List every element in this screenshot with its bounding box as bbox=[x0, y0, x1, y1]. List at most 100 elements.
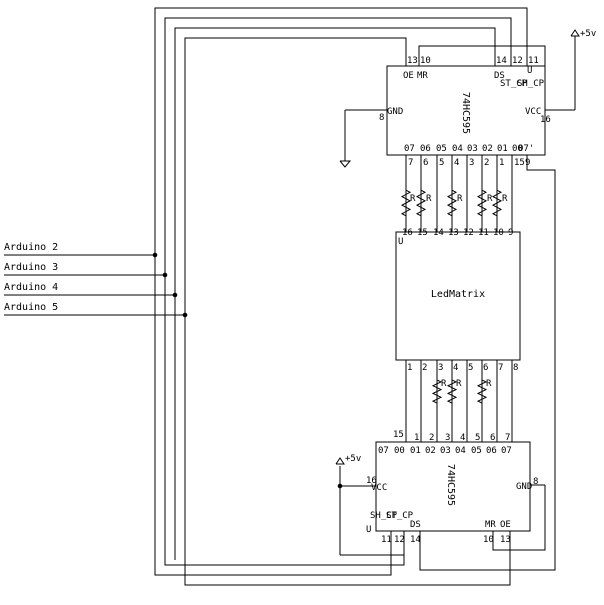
top-chip-orientation-mark: U bbox=[527, 66, 532, 76]
top-chip-pin-number: 12 bbox=[512, 56, 523, 66]
bottom-chip-gnd-label: GND bbox=[516, 482, 532, 492]
arduino-pin-label: Arduino 3 bbox=[4, 262, 58, 273]
resistor-label: R bbox=[456, 379, 462, 389]
led-matrix-body bbox=[395, 231, 521, 361]
arduino-pin-label: Arduino 5 bbox=[4, 302, 58, 313]
resistor-symbol bbox=[400, 188, 412, 218]
bottom-chip-shcp-label: SH_CP bbox=[370, 511, 398, 521]
resistor-label: R bbox=[410, 194, 416, 204]
resistor-label: R bbox=[502, 194, 508, 204]
led-matrix-top-pin: 14 bbox=[433, 228, 444, 238]
bottom-chip-output-label: 00 bbox=[394, 446, 405, 456]
top-chip-gnd-pin: 8 bbox=[379, 113, 384, 123]
bottom-chip-output-label: 03 bbox=[440, 446, 451, 456]
led-matrix-bottom-pin: 6 bbox=[483, 363, 488, 373]
top-chip-ds-label: DS bbox=[494, 71, 505, 81]
top-chip-output-pin: 7 bbox=[408, 158, 413, 168]
top-power-label: +5v bbox=[580, 29, 596, 39]
arduino2-bus bbox=[154, 255, 392, 576]
top-chip-output-label: 07 bbox=[404, 144, 415, 154]
led-matrix-name: LedMatrix bbox=[431, 289, 485, 300]
wires bbox=[4, 7, 580, 586]
bottom-chip-top-pin: 7 bbox=[505, 433, 510, 443]
arduino4-bus bbox=[174, 27, 496, 295]
arduino2-bus bbox=[154, 7, 528, 255]
bottom-chip-top-pin: 2 bbox=[429, 433, 434, 443]
resistor-label: R bbox=[441, 379, 447, 389]
resistor-label: R bbox=[426, 194, 432, 204]
resistor-symbol bbox=[415, 188, 427, 218]
led-matrix-top-pin: 15 bbox=[417, 228, 428, 238]
arduino-pin-label: Arduino 4 bbox=[4, 282, 58, 293]
arduino3-bus bbox=[164, 275, 405, 566]
top-chip-q7s-label: 07' bbox=[518, 144, 534, 154]
bottom-chip-bottom-pin: 12 bbox=[394, 535, 405, 545]
top-chip-output-pin: 3 bbox=[469, 158, 474, 168]
junction-dot bbox=[337, 483, 343, 489]
ground-symbol bbox=[339, 160, 352, 168]
top-chip-output-label: 01 bbox=[497, 144, 508, 154]
top-chip-output-pin: 2 bbox=[484, 158, 489, 168]
bottom-chip-vcc-label: VCC bbox=[371, 483, 387, 493]
led-matrix-bottom-pin: 2 bbox=[422, 363, 427, 373]
led-matrix-bottom-pin: 1 bbox=[407, 363, 412, 373]
led-matrix-top-pin: 11 bbox=[478, 228, 489, 238]
resistor-symbol bbox=[491, 188, 503, 218]
resistor-label: R bbox=[487, 194, 493, 204]
top-chip-output-label: 00 bbox=[512, 144, 523, 154]
bottom-chip-bottom-pin: 13 bbox=[500, 535, 511, 545]
bottom-chip-output-label: 05 bbox=[471, 446, 482, 456]
top-chip-gnd-label: GND bbox=[387, 107, 403, 117]
bottom-chip-oe-label: OE bbox=[500, 520, 511, 530]
top-chip-vcc-label: VCC bbox=[525, 107, 541, 117]
led-matrix-top-pin: 16 bbox=[402, 228, 413, 238]
top-chip-pin-number: 13 bbox=[407, 56, 418, 66]
power-symbol bbox=[570, 29, 580, 37]
bottom-chip-output-label: 07 bbox=[501, 446, 512, 456]
power-symbol bbox=[335, 457, 345, 465]
bottom-power-label: +5v bbox=[345, 454, 361, 464]
top-chip-output-pin: 4 bbox=[454, 158, 459, 168]
top-mr-wire bbox=[418, 45, 546, 110]
top-chip-output-pin: 6 bbox=[423, 158, 428, 168]
top-chip-output-label: 04 bbox=[452, 144, 463, 154]
top-chip-mr-label: MR bbox=[417, 71, 428, 81]
bottom-chip-top-pin: 1 bbox=[414, 433, 419, 443]
top-chip-output-pin: 15 bbox=[514, 158, 525, 168]
top-chip-pin-number: 10 bbox=[420, 56, 431, 66]
arduino-pin-label: Arduino 2 bbox=[4, 242, 58, 253]
top-chip-pin-number: 11 bbox=[528, 56, 539, 66]
bottom-chip-top-pin: 3 bbox=[445, 433, 450, 443]
bottom-chip-bottom-pin: 14 bbox=[410, 535, 421, 545]
resistor-symbol bbox=[446, 378, 458, 405]
bottom-chip-output-label: 07 bbox=[378, 446, 389, 456]
resistor-symbol bbox=[431, 378, 443, 405]
top-chip-pin-number: 14 bbox=[496, 56, 507, 66]
top-chip-output-label: 03 bbox=[467, 144, 478, 154]
top-chip-oe-label: OE bbox=[403, 71, 414, 81]
led-matrix-bottom-pin: 4 bbox=[453, 363, 458, 373]
bottom-chip-top-pin: 4 bbox=[460, 433, 465, 443]
bottom-chip-orientation-mark: U bbox=[366, 525, 371, 535]
bottom-chip-q0-pin: 15 bbox=[393, 430, 404, 440]
led-matrix-top-pin: 13 bbox=[448, 228, 459, 238]
resistor-symbol bbox=[446, 188, 458, 218]
q7s-to-ds-wire bbox=[419, 155, 556, 571]
top-chip-stcp-label: ST_CP bbox=[500, 79, 528, 89]
bottom-chip-bottom-pin: 10 bbox=[483, 535, 494, 545]
resistor-symbol bbox=[476, 378, 488, 405]
led-matrix-bottom-pin: 7 bbox=[498, 363, 503, 373]
bottom-chip-output-label: 04 bbox=[455, 446, 466, 456]
bottom-chip-output-label: 01 bbox=[410, 446, 421, 456]
top-chip-q7s-pin: 9 bbox=[525, 158, 530, 168]
top-chip-output-label: 02 bbox=[482, 144, 493, 154]
bottom-chip-output-label: 02 bbox=[425, 446, 436, 456]
top-chip-vcc-pin: 16 bbox=[540, 115, 551, 125]
resistor-label: R bbox=[457, 194, 463, 204]
top-chip-shcp-label: SH_CP bbox=[517, 79, 545, 89]
bottom-chip-top-pin: 5 bbox=[475, 433, 480, 443]
bottom-chip-output-label: 06 bbox=[486, 446, 497, 456]
